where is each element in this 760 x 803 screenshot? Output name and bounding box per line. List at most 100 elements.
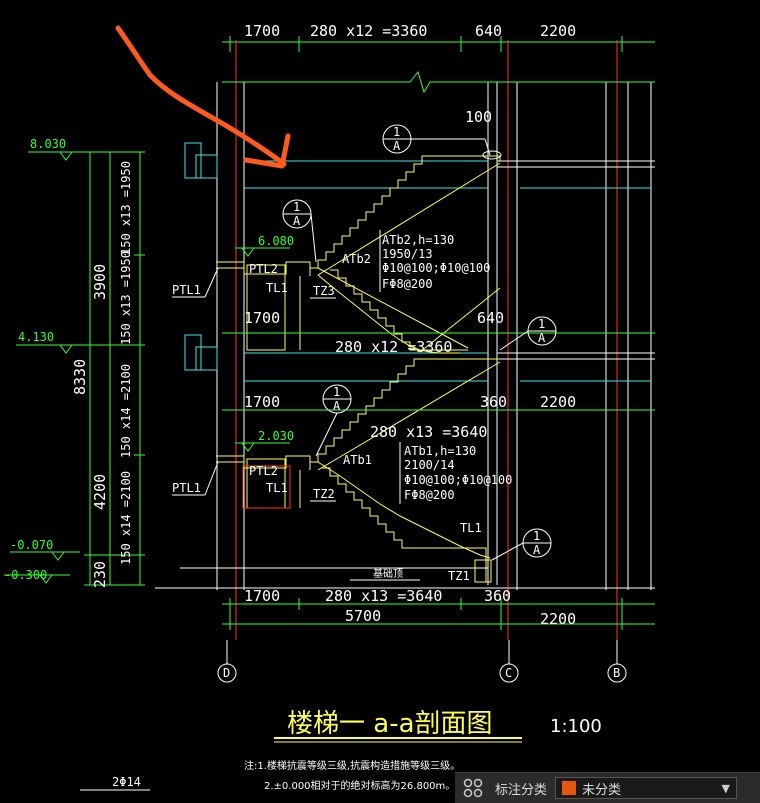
axis-bubbles: D C B (217, 640, 627, 683)
elev-m0070: -0.070 (10, 538, 53, 552)
ptl2-upper: PTL2 (249, 262, 278, 276)
tl1-lower: TL1 (266, 481, 288, 495)
drawing-scale: 1:100 (550, 716, 602, 737)
svg-text:1: 1 (393, 125, 400, 139)
svg-text:1: 1 (538, 317, 545, 331)
landings (216, 261, 311, 509)
atb2-line3: Φ10@100;Φ10@100 (382, 261, 490, 275)
lower-flight-treads (322, 467, 487, 582)
svg-text:1: 1 (333, 385, 340, 399)
section-mark-3: 1A (499, 316, 557, 351)
upper-flight-return (419, 287, 501, 353)
axis-b: B (613, 666, 620, 680)
tz2-label: TZ2 (313, 487, 335, 501)
elev-8030: 8.030 (30, 137, 66, 151)
dim-3900: 3900 (91, 264, 109, 300)
mid-dim-2: 280 x12 =3360 (335, 338, 452, 356)
mid2-dim-1: 1700 (244, 393, 280, 411)
svg-text:A: A (293, 214, 301, 228)
svg-text:1: 1 (533, 529, 540, 543)
dim-150x13-2: 150 x13 =1950 (119, 251, 133, 345)
svg-text:A: A (538, 331, 546, 345)
elev-4130: 4.130 (18, 330, 54, 344)
svg-text:A: A (393, 139, 401, 153)
bot-dim-1: 1700 (244, 587, 280, 605)
svg-text:1: 1 (293, 200, 300, 214)
category-value: 未分类 (582, 782, 622, 798)
chevron-down-icon: ▼ (721, 781, 731, 795)
section-mark-5: 1A (491, 528, 552, 561)
dim-8330: 8330 (71, 359, 89, 395)
atb2-tag: ATb2 (342, 252, 371, 266)
atb1-line3: Φ10@100;Φ10@100 (404, 473, 512, 487)
tl1-upper: TL1 (266, 281, 288, 295)
mid2-dim-2: 360 (480, 393, 507, 411)
dim-150x14-1: 150 x14 =2100 (119, 364, 133, 458)
category-swatch (562, 781, 577, 795)
grid-icon[interactable] (455, 774, 491, 802)
left-beams (184, 142, 218, 371)
top-dimension-line (222, 36, 655, 52)
category-label: 标注分类 (495, 782, 548, 798)
elev-m0300: -0.300 (4, 568, 47, 582)
ptl1-upper: PTL1 (172, 283, 201, 297)
tz3-label: TZ3 (313, 284, 335, 298)
floor-slabs (244, 160, 651, 382)
tl1-right: TL1 (460, 521, 482, 535)
ptl2-lower: PTL2 (249, 464, 278, 478)
top-dim-4: 2200 (540, 22, 576, 40)
drawing-title: 楼梯一 a-a剖面图 (287, 709, 493, 739)
annotation-category-bar: 标注分类 未分类 ▼ (455, 772, 760, 803)
dim-230: 230 (91, 561, 109, 588)
bot-dim-3: 360 (484, 587, 511, 605)
foundation-label: 基础顶 (373, 567, 403, 580)
svg-text:A: A (533, 543, 541, 557)
lower-flight-atb1-soffit (317, 361, 501, 471)
tz1-column (474, 559, 492, 583)
landing-dim: 100 (465, 108, 492, 126)
slab-outlines (155, 160, 655, 589)
category-select[interactable]: 未分类 ▼ (555, 777, 738, 799)
left-dimension-lines (84, 151, 145, 586)
section-mark-4: 1A (315, 384, 352, 457)
atb1-line4: FΦ8@200 (404, 488, 455, 502)
elevation-markers (4, 151, 290, 584)
upper-flight-atb2 (310, 155, 501, 354)
tz1-label: TZ1 (448, 569, 470, 583)
atb1-line1: ATb1,h=130 (404, 444, 476, 458)
lower-flight-slope (317, 461, 491, 559)
top-dim-2: 280 x12 =3360 (310, 22, 427, 40)
elev-2030: 2.030 (258, 429, 294, 443)
flight-upper-dim: 280 x13 =3640 (370, 423, 487, 441)
upper-flight-steps (330, 269, 468, 351)
atb2-line2: 1950/13 (382, 247, 433, 261)
atb2-line1: ATb2,h=130 (382, 233, 454, 247)
atb2-line4: FΦ8@200 (382, 277, 433, 291)
rebar-label: 2Φ14 (112, 775, 141, 789)
atb1-tag: ATb1 (343, 453, 372, 467)
bot-dim-2: 280 x13 =3640 (325, 587, 442, 605)
break-line (222, 70, 655, 94)
section-marks: 1A 1A 1A 1A 1A (282, 124, 557, 561)
section-mark-2: 1A (282, 199, 317, 263)
column-lines (216, 40, 652, 640)
dim-4200: 4200 (91, 474, 109, 510)
red-box (242, 465, 291, 509)
mid-dim-1: 1700 (244, 309, 280, 327)
mid-dim-3: 640 (477, 309, 504, 327)
mid2-dim-3: 2200 (540, 393, 576, 411)
note-2: 2.±0.000相对于的绝对标高为26.800m。 (264, 779, 455, 792)
axis-c: C (505, 666, 512, 680)
section-mark-1: 1A (382, 124, 491, 156)
ptl1-lower: PTL1 (172, 481, 201, 495)
landing-marker (482, 150, 502, 160)
atb1-line2: 2100/14 (404, 458, 455, 472)
annotation-arrow (115, 25, 291, 169)
top-dim-1: 1700 (244, 22, 280, 40)
bottom-dimension-lines (222, 598, 655, 630)
total-dim: 5700 (345, 607, 381, 625)
dim-150x14-2: 150 x14 =2100 (119, 471, 133, 565)
note-1: 注:1.楼梯抗震等级三级,抗震构造措施等级三级。 (244, 759, 460, 772)
elev-6080: 6.080 (258, 234, 294, 248)
